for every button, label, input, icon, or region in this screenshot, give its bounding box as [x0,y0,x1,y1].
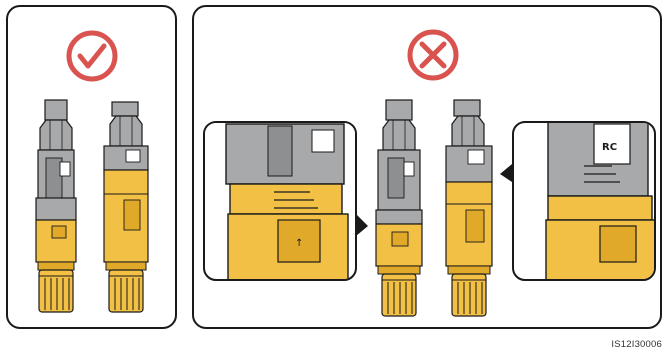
figure-reference-code: IS12I30006 [611,339,662,350]
callout-rc-label: RC [602,142,617,153]
zoom-callout-right: RC [500,122,656,280]
callout-arrow-label: ↑ [295,238,303,249]
connector-correct-left [36,100,76,312]
connector-correct-right [104,102,148,312]
zoom-callout-left: ↑ [204,122,368,280]
correct-panel-frame [7,6,176,328]
connector-incorrect-left [376,100,422,316]
